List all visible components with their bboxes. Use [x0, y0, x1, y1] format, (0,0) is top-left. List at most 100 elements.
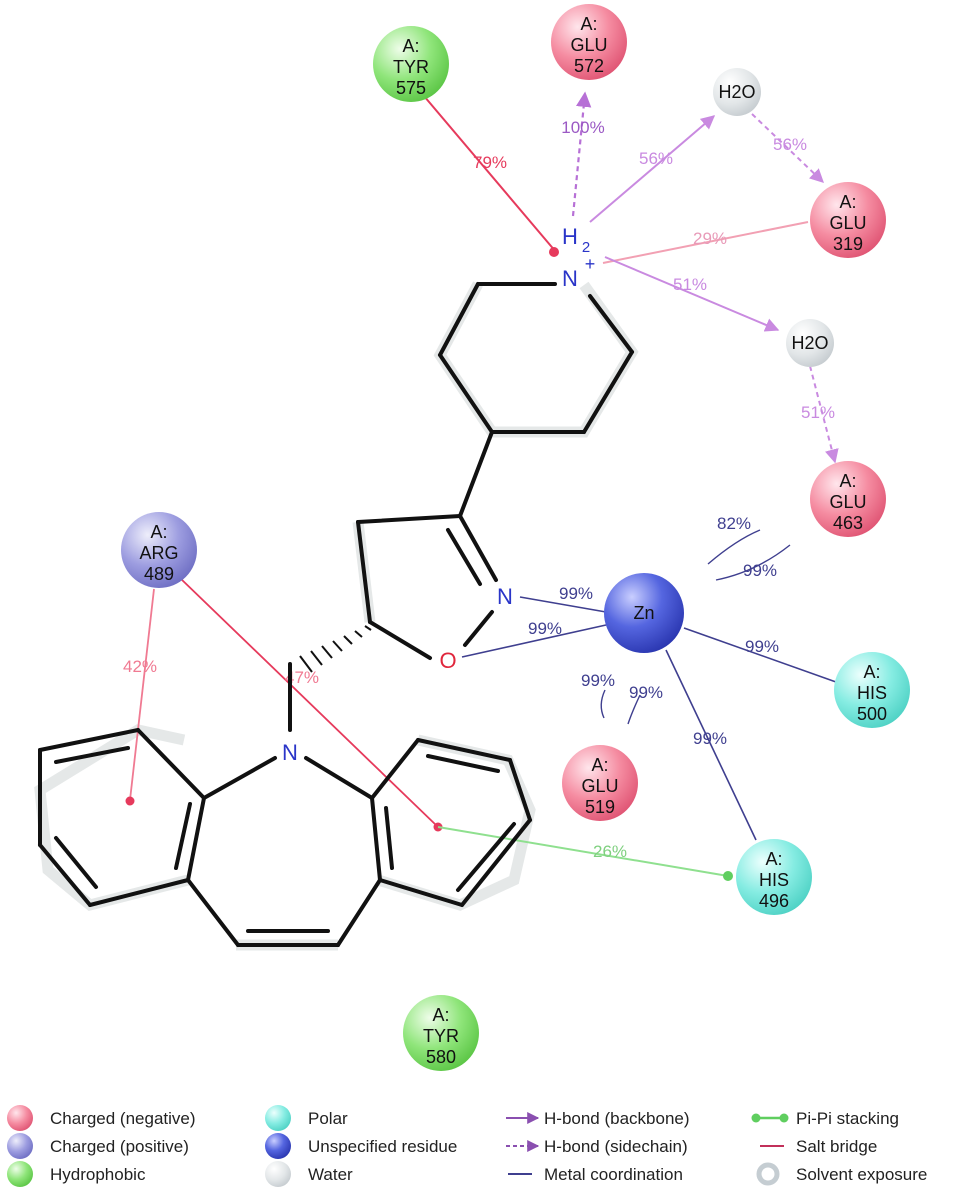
atom-h-subscript: 2	[582, 239, 590, 256]
legend-label: Charged (positive)	[50, 1137, 189, 1156]
legend-item-lg-pos: Charged (positive)	[7, 1133, 189, 1159]
legend-label: Metal coordination	[544, 1165, 683, 1184]
water-circle	[713, 68, 761, 116]
circle-water-swatch	[265, 1161, 291, 1187]
zinc-label: Zn	[633, 603, 654, 623]
label-99-curve: 99%	[743, 561, 777, 580]
legend-label: H-bond (backbone)	[544, 1109, 690, 1128]
residue-circle	[810, 182, 886, 258]
atom-isox-n: N	[497, 584, 513, 609]
residue-chain: A:	[591, 755, 608, 775]
residue-name: GLU	[570, 35, 607, 55]
circle-positive-swatch	[7, 1133, 33, 1159]
residue-name: TYR	[423, 1026, 459, 1046]
water-node-1: H2O	[713, 68, 761, 116]
stereo-wedge	[299, 625, 372, 673]
legend-label: Salt bridge	[796, 1137, 877, 1156]
atom-h-label: H	[562, 224, 578, 249]
label-51b: 51%	[801, 403, 835, 422]
label-51a: 51%	[673, 275, 707, 294]
legend-item-lg-hydro: Hydrophobic	[7, 1161, 146, 1187]
legend-item-lg-hb-back: H-bond (backbone)	[506, 1109, 690, 1128]
residue-name: ARG	[139, 543, 178, 563]
legend-item-lg-unspec: Unspecified residue	[265, 1133, 457, 1159]
label-56b: 56%	[773, 135, 807, 154]
residues: A:TYR575A:GLU572A:GLU319A:GLU463A:ARG489…	[121, 4, 910, 1071]
residue-circle	[551, 4, 627, 80]
residue-name: HIS	[759, 870, 789, 890]
atom-azepine-n: N	[282, 740, 298, 765]
atom-labels: H 2 N + N O N	[282, 224, 595, 765]
salt-bridge-end-dot	[125, 796, 135, 806]
metal-curve-4	[627, 694, 641, 725]
atom-n-plus: N	[562, 266, 578, 291]
water-circle	[786, 319, 834, 367]
label-100: 100%	[561, 118, 604, 137]
legend: Charged (negative) Polar H-bond (backbone)…	[7, 1105, 927, 1187]
residue-chain: A:	[580, 14, 597, 34]
legend-item-lg-hb-side: H-bond (sidechain)	[506, 1137, 688, 1156]
residue-name: GLU	[829, 492, 866, 512]
metal-curve-3	[600, 689, 606, 719]
residue-circle	[121, 512, 197, 588]
hbond-water2-glu463	[809, 365, 839, 464]
legend-item-lg-pipi: Pi-Pi stacking	[751, 1109, 899, 1128]
salt-bridge-end-dot	[549, 247, 559, 257]
label-26: 26%	[593, 842, 627, 861]
residue-number: 575	[396, 78, 426, 98]
residue-chain: A:	[839, 192, 856, 212]
zinc-circle	[604, 573, 684, 653]
legend-item-lg-polar: Polar	[265, 1105, 348, 1131]
residue-circle	[834, 652, 910, 728]
residue-number: 489	[144, 564, 174, 584]
legend-label: Unspecified residue	[308, 1137, 457, 1156]
residue-chain: A:	[150, 522, 167, 542]
atom-isox-o: O	[439, 648, 456, 673]
water-molecules: H2O H2O	[713, 68, 834, 367]
residue-name: GLU	[829, 213, 866, 233]
pi-pi-his496	[437, 826, 729, 877]
legend-label: Charged (negative)	[50, 1109, 196, 1128]
solvent-swatch	[756, 1162, 780, 1186]
salt-bridge-tyr575	[423, 95, 557, 253]
atom-charge: +	[585, 254, 596, 274]
label-47: 47%	[285, 668, 319, 687]
legend-item-lg-neg: Charged (negative)	[7, 1105, 196, 1131]
label-79: 79%	[473, 153, 507, 172]
residue-name: HIS	[857, 683, 887, 703]
residue-name: TYR	[393, 57, 429, 77]
residue-chain: A:	[839, 471, 856, 491]
salt-bridge-arg489-ring2	[179, 577, 438, 827]
interaction-lines	[125, 91, 839, 881]
hbond-glu572	[571, 91, 592, 217]
solvent-exposure-halos	[34, 281, 639, 951]
metal-curve-1	[707, 529, 761, 565]
label-82: 82%	[717, 514, 751, 533]
label-99-o: 99%	[528, 619, 562, 638]
circle-polar-swatch	[265, 1105, 291, 1131]
legend-label: Solvent exposure	[796, 1165, 927, 1184]
circle-unspecified-swatch	[265, 1133, 291, 1159]
metal-his496	[665, 649, 757, 841]
pi-pi-swatch-dot	[779, 1113, 789, 1123]
label-56a: 56%	[639, 149, 673, 168]
circle-hydrophobic-swatch	[7, 1161, 33, 1187]
residue-number: 463	[833, 513, 863, 533]
legend-label: Polar	[308, 1109, 348, 1128]
water-label: H2O	[791, 333, 828, 353]
circle-negative-swatch	[7, 1105, 33, 1131]
hbond-water2	[604, 256, 780, 332]
residue-number: 319	[833, 234, 863, 254]
label-99-c2: 99%	[629, 683, 663, 702]
residue-number: 519	[585, 797, 615, 817]
residue-chain: A:	[432, 1005, 449, 1025]
residue-chain: A:	[765, 849, 782, 869]
